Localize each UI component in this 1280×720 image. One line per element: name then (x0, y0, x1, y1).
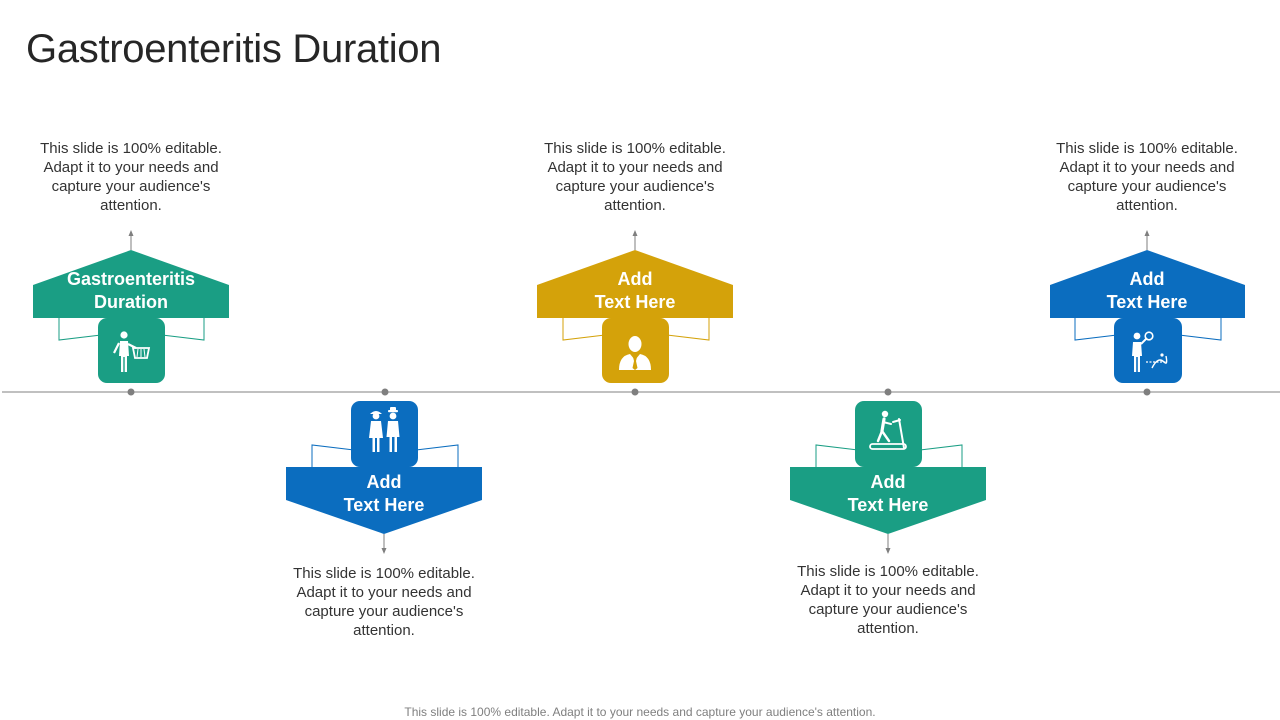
connector-bracket (161, 318, 205, 341)
step-label-line1: Add (366, 472, 402, 492)
icon-tile (855, 401, 922, 467)
timeline-dot (127, 388, 135, 396)
connector-bracket (1074, 318, 1118, 341)
step-description-0: This slide is 100% editable. Adapt it to… (40, 140, 222, 214)
step-label-line1: Add (870, 472, 906, 492)
timeline-dot (884, 388, 892, 396)
timeline-item-2 (537, 230, 733, 396)
label-arrow-shape (286, 467, 482, 534)
connector-bracket (562, 318, 606, 341)
step-label-4: Add Text Here (1049, 268, 1245, 314)
step-label-0: Gastroenteritis Duration (33, 268, 229, 314)
step-description-1: This slide is 100% editable. Adapt it to… (293, 565, 475, 639)
step-label-2: Add Text Here (537, 268, 733, 314)
treadmill-runner-icon (869, 410, 907, 450)
timeline-item-3 (790, 388, 986, 554)
pointer-arrowhead (1144, 230, 1150, 236)
step-label-line1: Add (1129, 269, 1165, 289)
step-label-1: Add Text Here (286, 471, 482, 517)
pointer-arrowhead (381, 548, 387, 554)
pointer-arrowhead (885, 548, 891, 554)
step-description-2: This slide is 100% editable. Adapt it to… (544, 140, 726, 214)
timeline-dot (381, 388, 389, 396)
step-description-4: This slide is 100% editable. Adapt it to… (1056, 140, 1238, 214)
label-arrow-shape (33, 250, 229, 318)
footer-note: This slide is 100% editable. Adapt it to… (404, 705, 876, 719)
elderly-couple-icon (369, 407, 400, 452)
step-label-line2: Text Here (1106, 292, 1188, 312)
connector-bracket (666, 318, 710, 341)
page-title: Gastroenteritis Duration (26, 27, 442, 71)
label-arrow-shape (790, 467, 986, 534)
businessman-icon (619, 336, 651, 370)
pointer-arrowhead (128, 230, 134, 236)
connector-bracket (415, 444, 459, 467)
timeline-item-1 (286, 388, 482, 554)
connector-bracket (815, 444, 859, 467)
step-description-3: This slide is 100% editable. Adapt it to… (797, 563, 979, 637)
label-arrow-shape (1050, 250, 1245, 318)
step-label-line2: Text Here (847, 495, 929, 515)
step-label-line1: Gastroenteritis (66, 269, 196, 289)
step-label-3: Add Text Here (790, 471, 986, 517)
connector-bracket (311, 444, 355, 467)
icon-tile (1114, 318, 1182, 383)
icon-tile (351, 401, 418, 467)
timeline-dot (1143, 388, 1151, 396)
step-label-line2: Text Here (343, 495, 425, 515)
connector-bracket (1178, 318, 1222, 341)
icon-tile (98, 318, 165, 383)
step-label-line1: Add (617, 269, 653, 289)
person-shopping-basket-icon (113, 331, 151, 372)
timeline-item-4 (1050, 230, 1245, 396)
connector-bracket (58, 318, 102, 341)
pointer-arrowhead (632, 230, 638, 236)
timeline-item-0 (33, 230, 229, 396)
person-with-gene-icon (1132, 331, 1168, 372)
step-label-line2: Text Here (594, 292, 676, 312)
step-label-line2: Duration (94, 292, 168, 312)
label-arrow-shape (537, 250, 733, 318)
connector-bracket (919, 444, 963, 467)
timeline-dot (631, 388, 639, 396)
